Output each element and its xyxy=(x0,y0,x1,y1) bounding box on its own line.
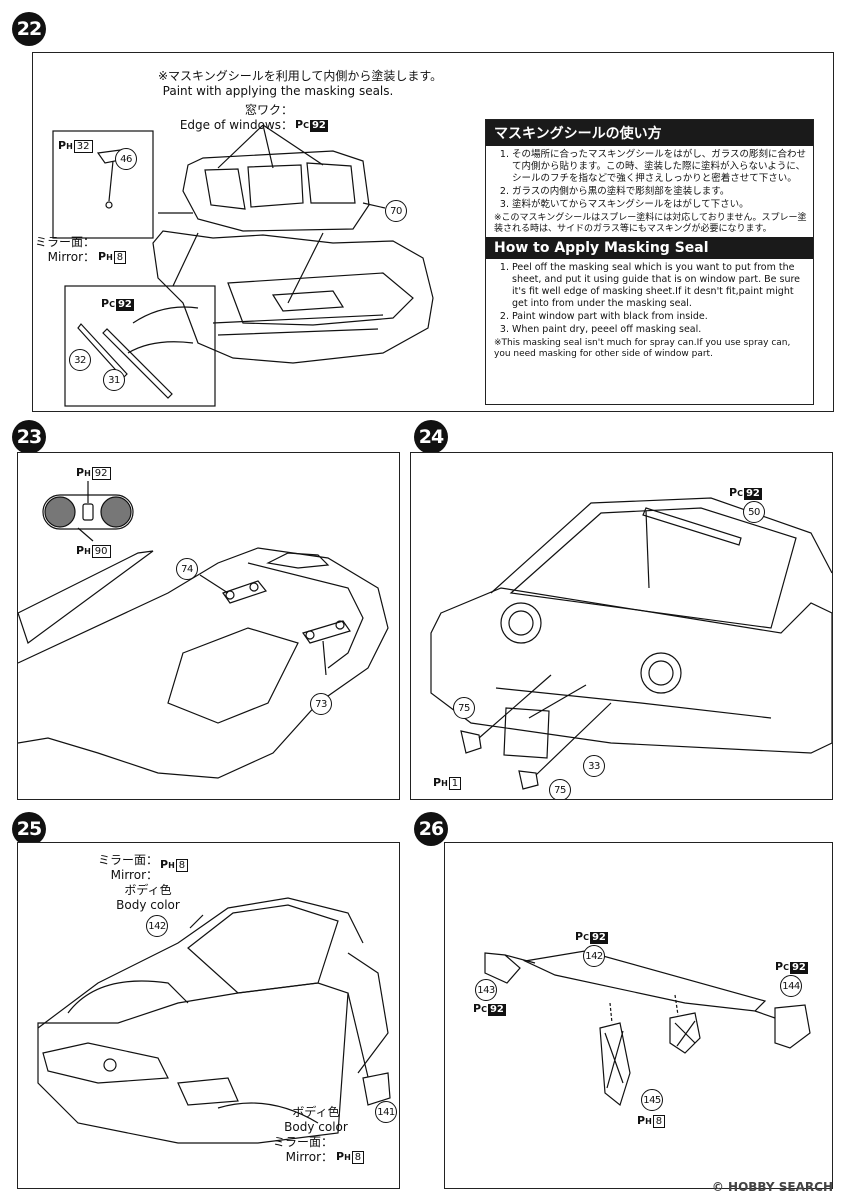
step-23-illustration xyxy=(18,481,389,779)
part-number-33: 33 xyxy=(583,755,605,777)
step-22-panel: ※マスキングシールを利用して内側から塗装します。 Paint with appl… xyxy=(32,52,834,412)
step-24-illustration xyxy=(430,497,832,790)
masking-note-ja: ※マスキングシールを利用して内側から塗装します。 xyxy=(158,69,443,83)
instruction-en-1: Peel off the masking seal which is you w… xyxy=(512,262,807,310)
instructions-title-ja: マスキングシールの使い方 xyxy=(486,120,813,146)
part-number-70: 70 xyxy=(385,200,407,222)
part-number-74: 74 xyxy=(176,558,198,580)
instruction-ja-3: 塗料が乾いてからマスキングシールをはがして下さい。 xyxy=(512,199,807,211)
body-color-label-ja: ボディ色 xyxy=(124,883,172,897)
body-color-label-en: Body color xyxy=(116,898,180,912)
instruction-ja-2: ガラスの内側から黒の塗料で彫刻部を塗装します。 xyxy=(512,186,807,198)
part-number-75-b: 75 xyxy=(549,779,571,799)
part-number-144: 144 xyxy=(780,975,802,997)
window-edge-label-ja: 窓ワク： xyxy=(244,103,293,117)
mirror-label-en: Mirror： xyxy=(47,250,95,264)
mirror-label-ja: ミラー面： xyxy=(97,853,158,867)
masking-instructions-box: マスキングシールの使い方 その場所に合ったマスキングシールをはがし、ガラスの彫刻… xyxy=(485,119,814,405)
part-number-46: 46 xyxy=(115,148,137,170)
part-number-141: 141 xyxy=(375,1101,397,1123)
paint-pc-label: PC xyxy=(295,118,309,131)
mirror-label-ja-bottom: ミラー面： xyxy=(272,1135,333,1149)
instruction-en-2: Paint window part with black from inside… xyxy=(512,311,807,323)
body-color-label-en-bottom: Body color xyxy=(284,1120,348,1134)
part-number-142: 142 xyxy=(146,915,168,937)
instruction-ja-1: その場所に合ったマスキングシールをはがし、ガラスの彫刻に合わせて内側から貼ります… xyxy=(512,149,807,185)
body-color-label-ja-bottom: ボディ色 xyxy=(292,1105,340,1119)
step-number-24: 24 xyxy=(414,420,448,454)
step-number-23: 23 xyxy=(12,420,46,454)
instruction-note-en: ※This masking seal isn't much for spray … xyxy=(494,338,791,359)
part-number-75-a: 75 xyxy=(453,697,475,719)
part-number-73: 73 xyxy=(310,693,332,715)
part-number-142: 142 xyxy=(583,945,605,967)
part-number-32: 32 xyxy=(69,349,91,371)
step-number-26: 26 xyxy=(414,812,448,846)
mirror-label-ja: ミラー面： xyxy=(34,235,95,249)
instruction-note-ja: ※このマスキングシールはスプレー塗料には対応しておりません。スプレー塗装される時… xyxy=(494,213,807,234)
instruction-en-3: When paint dry, peeel off masking seal. xyxy=(512,324,807,336)
window-edge-label-en: Edge of windows： xyxy=(179,118,293,132)
paint-code-92: 92 xyxy=(309,120,328,132)
part-number-143: 143 xyxy=(475,979,497,1001)
step-22-illustration xyxy=(52,124,434,407)
part-number-145: 145 xyxy=(641,1089,663,1111)
part-number-31: 31 xyxy=(103,369,125,391)
mirror-label-en-bottom: Mirror： xyxy=(285,1150,333,1164)
watermark-hobby-search: © HOBBY SEARCH xyxy=(711,1180,833,1194)
masking-note-en: Paint with applying the masking seals. xyxy=(162,84,394,98)
mirror-label-en: Mirror： xyxy=(110,868,158,882)
step-25-illustration xyxy=(37,897,391,1144)
instructions-title-en: How to Apply Masking Seal xyxy=(486,237,813,259)
step-number-25: 25 xyxy=(12,812,46,846)
part-number-50: 50 xyxy=(743,501,765,523)
step-number-22: 22 xyxy=(12,12,46,46)
